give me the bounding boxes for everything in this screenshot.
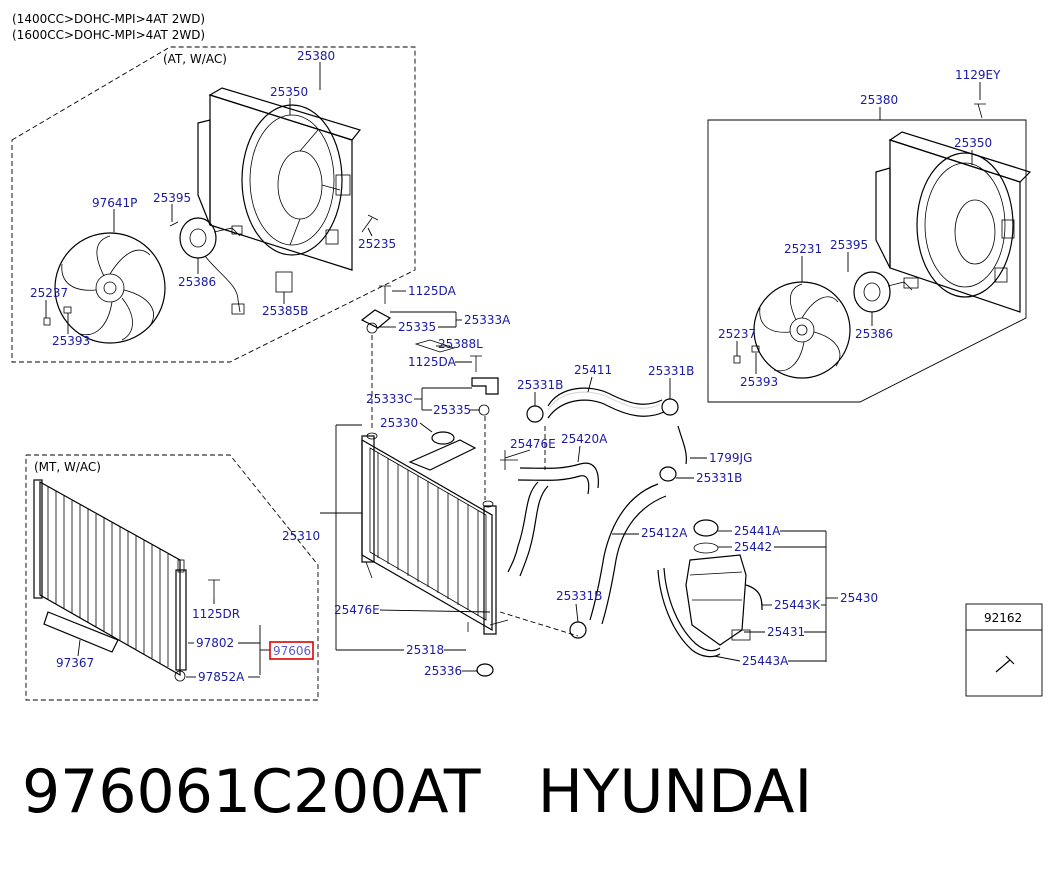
mt-condenser-box: (MT, W/AC) 1125DR: [25, 454, 319, 701]
label-97367: 97367: [56, 656, 94, 670]
at-fan-assembly-box: (AT, W/AC): [11, 46, 416, 363]
reservoir-tank: [657, 519, 763, 658]
condenser-core: [33, 479, 187, 682]
label-25476e-1: 25476E: [510, 437, 556, 451]
bolt-25235: [361, 214, 379, 233]
label-25386-right: 25386: [855, 327, 893, 341]
label-25443a: 25443A: [742, 654, 789, 668]
label-25335-1: 25335: [398, 320, 436, 334]
label-25431: 25431: [767, 625, 805, 639]
highlight-box-97606: [269, 641, 314, 660]
label-25420a: 25420A: [561, 432, 608, 446]
clip-25237-right: [733, 355, 741, 364]
fan-shroud-right: [875, 131, 1032, 313]
label-25350-right: 25350: [954, 136, 992, 150]
label-25411: 25411: [574, 363, 612, 377]
label-25395-at: 25395: [153, 191, 191, 205]
label-97802: 97802: [196, 636, 234, 650]
label-25318: 25318: [406, 643, 444, 657]
brand-name: HYUNDAI: [537, 757, 813, 827]
bolt-icon: [995, 655, 1015, 673]
label-1125dr: 1125DR: [192, 607, 240, 621]
hose-labels: 25411 25331B 25331B 25420A 1799JG 25331B…: [517, 363, 752, 623]
label-1125da-1: 1125DA: [408, 284, 457, 298]
label-1125da-2: 1125DA: [408, 355, 457, 369]
label-25335-2: 25335: [433, 403, 471, 417]
label-25393-at: 25393: [52, 334, 90, 348]
label-25388l: 25388L: [438, 337, 483, 351]
reservoir-labels: 25441A 25442 25430 25443K 25431 25443A: [713, 524, 878, 668]
clip-25393-at: [63, 306, 72, 314]
seal-97367: [43, 611, 119, 653]
mt-wac-caption: (MT, W/AC): [34, 460, 101, 474]
header-line-1: (1400CC>DOHC-MPI>4AT 2WD): [12, 12, 205, 26]
label-97641p: 97641P: [92, 196, 137, 210]
label-25412a: 25412A: [641, 526, 688, 540]
footer-part-title: 976061C200AT HYUNDAI: [22, 762, 812, 822]
label-25350-at: 25350: [270, 85, 308, 99]
label-97852a: 97852A: [198, 670, 245, 684]
label-25476e-2: 25476E: [334, 603, 380, 617]
fan-blade-at: [54, 232, 166, 344]
clip-25393-right: [751, 345, 760, 353]
label-25442: 25442: [734, 540, 772, 554]
fan-blade-right: [753, 281, 851, 379]
label-25380-right: 25380: [860, 93, 898, 107]
bolt-1129ey: [974, 103, 986, 119]
label-92162: 92162: [984, 611, 1022, 625]
label-97606: 97606: [273, 644, 311, 658]
label-25443k: 25443K: [774, 598, 821, 612]
center-labels: 1125DA 25335 25333A 25388L 1125DA 25333C…: [282, 284, 556, 678]
label-25333c: 25333C: [366, 392, 413, 406]
fan-motor-right: [853, 271, 919, 313]
label-25330: 25330: [380, 416, 418, 430]
label-25386-at: 25386: [178, 275, 216, 289]
label-25331b-3: 25331B: [696, 471, 742, 485]
label-25310: 25310: [282, 529, 320, 543]
label-25430: 25430: [840, 591, 878, 605]
hoses: [499, 387, 687, 639]
fan-shroud-at: [197, 87, 362, 271]
label-25393-right: 25393: [740, 375, 778, 389]
bolt-92162-box: 92162: [965, 603, 1043, 697]
grommet-25385b: [275, 271, 293, 293]
clip-25237-at: [43, 317, 51, 326]
radiator-assembly: [361, 431, 509, 635]
header-line-2: (1600CC>DOHC-MPI>4AT 2WD): [12, 28, 205, 42]
label-1129ey: 1129EY: [955, 68, 1001, 82]
part-number: 976061C200AT: [22, 757, 481, 827]
label-25333a: 25333A: [464, 313, 511, 327]
label-25395-right: 25395: [830, 238, 868, 252]
radiator-brackets: [360, 285, 499, 677]
label-25331b-1: 25331B: [517, 378, 563, 392]
label-25336: 25336: [424, 664, 462, 678]
label-25385b: 25385B: [262, 304, 308, 318]
label-25331b-2: 25331B: [648, 364, 694, 378]
bolt-1125dr: [208, 579, 220, 598]
at-wac-caption: (AT, W/AC): [163, 52, 227, 66]
fan-assembly-box-right: 1129EY 25380 25350 25231 25395 25237 253…: [707, 68, 1032, 403]
label-25235: 25235: [358, 237, 396, 251]
label-25441a: 25441A: [734, 524, 781, 538]
label-25237-right: 25237: [718, 327, 756, 341]
label-25331b-4: 25331B: [556, 589, 602, 603]
label-25380-at: 25380: [297, 49, 335, 63]
label-25237-at: 25237: [30, 286, 68, 300]
screw-25395-at: [169, 221, 179, 227]
label-1799jg: 1799JG: [709, 451, 752, 465]
label-25231: 25231: [784, 242, 822, 256]
